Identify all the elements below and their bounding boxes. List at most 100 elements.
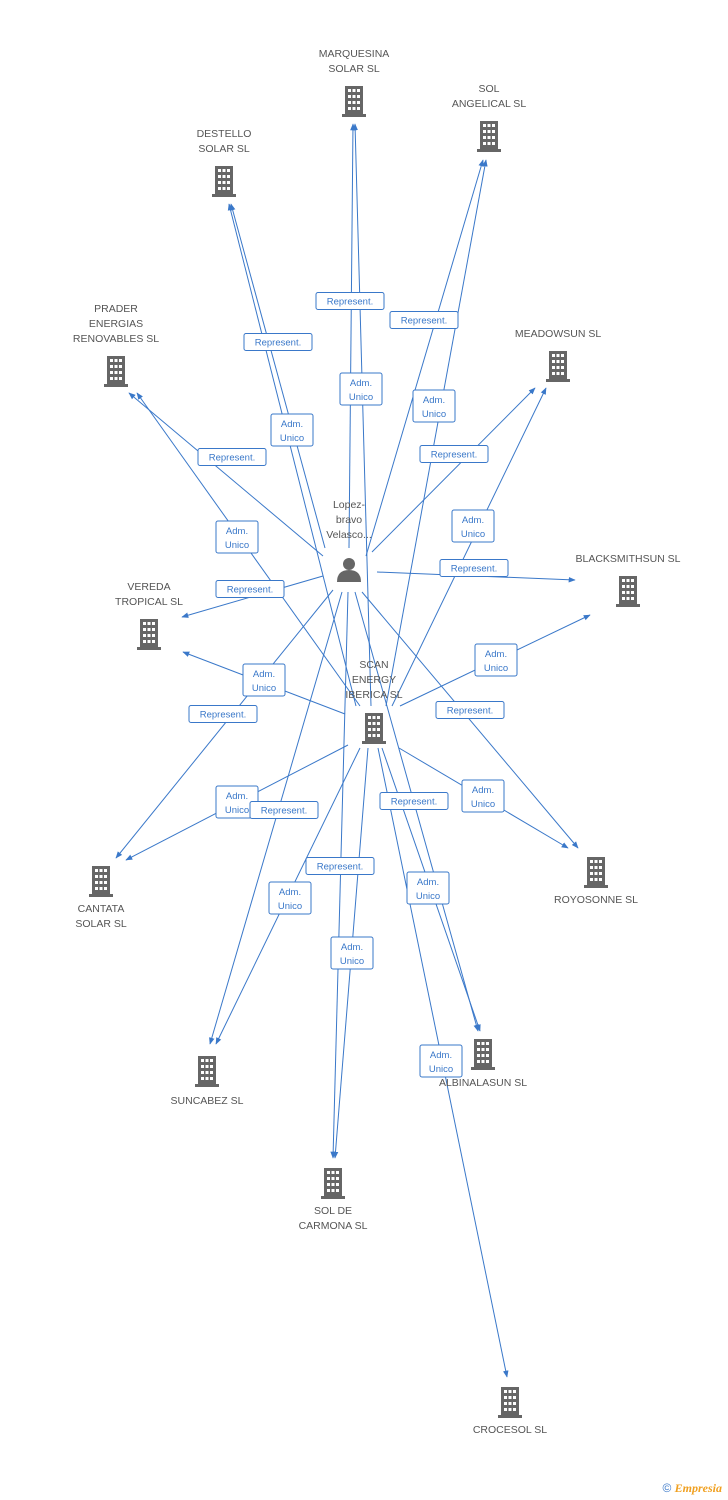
edge-label-scan-to-crocesol[interactable]: Adm.Unico [419,1044,463,1078]
node-label: DESTELLO [197,128,252,140]
edge-label-text: Represent. [317,862,363,873]
node-person[interactable]: Lopez-bravoVelasco... [326,499,372,582]
node-label: bravo [336,514,362,526]
edge-label-scan-to-destello[interactable]: Adm. Unico [270,413,314,447]
edge-label-text: Unico [225,805,249,816]
node-label: ENERGIAS [89,318,143,330]
edge-person-to-destello [229,203,326,549]
edge-person-to-albinalasun [354,591,479,1032]
edge-label-scan-to-albinalasun[interactable]: Adm.Unico [406,871,450,905]
edge-label-box [379,792,449,810]
node-label: MARQUESINA [319,48,390,60]
edge-label-person-to-angelical[interactable]: Represent. [389,311,459,329]
edge-label-text: Unico [278,901,302,912]
edge-label-person-to-royosonne[interactable]: Represent. [435,701,505,719]
edge-label-person-to-carmona[interactable]: Represent. [305,857,375,875]
edge-label-text: Unico [252,683,276,694]
edge-label-text: Unico [484,663,508,674]
edge-label-scan-to-blacksmithsun[interactable]: Adm.Unico [474,643,518,677]
edge-label-text: Unico [461,529,485,540]
edge-label-person-to-prader[interactable]: Represent. [197,448,267,466]
building-icon [498,1387,522,1418]
edge-label-scan-to-suncabez[interactable]: Adm.Unico [268,881,312,915]
edge-label-box [270,413,314,447]
edge-label-person-to-vereda[interactable]: Represent. [215,580,285,598]
edge-label-scan-to-prader[interactable]: Adm.Unico [215,520,259,554]
edge-scan-to-destello [227,203,357,707]
edge-label-text: Unico [280,433,304,444]
node-royosonne[interactable]: ROYOSONNE SL [554,857,638,906]
edge-label-text: Represent. [200,710,246,721]
edge-label-text: Adm. [341,942,363,953]
edge-person-to-prader [128,392,324,557]
node-meadowsun[interactable]: MEADOWSUN SL [515,328,602,382]
building-icon [212,166,236,197]
edge-scan-to-marquesina [352,123,372,707]
node-label: CARMONA SL [299,1220,368,1232]
node-label: CANTATA [78,903,125,915]
node-label: ALBINALASUN SL [439,1077,527,1089]
edge-label-box [305,857,375,875]
node-label: BLACKSMITHSUN SL [575,553,680,565]
edge-label-text: Adm. [472,785,494,796]
node-crocesol[interactable]: CROCESOL SL [473,1387,547,1436]
edge-label-person-to-albinalasun[interactable]: Represent. [379,792,449,810]
edge-label-person-to-marquesina[interactable]: Represent. [315,292,385,310]
edge-label-box [188,705,258,723]
edge-label-person-to-suncabez[interactable]: Represent. [249,801,319,819]
person-icon [337,558,361,582]
edge-label-box [315,292,385,310]
edge-label-text: Adm. [281,419,303,430]
node-label: ANGELICAL SL [452,98,526,110]
footer-brand[interactable]: © Empresia [662,1481,722,1496]
edge-label-box [389,311,459,329]
edge-label-box [419,445,489,463]
node-suncabez[interactable]: SUNCABEZ SL [171,1056,244,1107]
node-label: ENERGY [352,674,396,686]
edge-label-person-to-cantata[interactable]: Represent. [188,705,258,723]
edge-label-box [249,801,319,819]
edge-label-person-to-destello[interactable]: Represent. [243,333,313,351]
node-blacksmithsun[interactable]: BLACKSMITHSUN SL [575,553,681,607]
edge-label-text: Represent. [327,297,373,308]
building-icon [546,351,570,382]
edge-label-scan-to-carmona[interactable]: Adm. Unico [330,936,374,970]
building-icon [195,1056,219,1087]
edge-label-box [339,372,383,406]
edge-label-text: Adm. [423,395,445,406]
edge-label-text: Unico [422,409,446,420]
edge-label-box [215,580,285,598]
edge-label-box [474,643,518,677]
building-icon [584,857,608,888]
node-label: TROPICAL SL [115,596,183,608]
edge-label-box [215,520,259,554]
building-icon [471,1039,495,1070]
edge-label-scan-to-meadowsun[interactable]: Adm.Unico [451,509,495,543]
edge-label-text: Represent. [209,453,255,464]
edge-label-person-to-blacksmithsun[interactable]: Represent. [439,559,509,577]
edge-label-person-to-meadowsun[interactable]: Represent. [419,445,489,463]
edge-label-box [412,389,456,423]
edge-label-scan-to-vereda[interactable]: Adm.Unico [242,663,286,697]
edge-label-text: Adm. [226,791,248,802]
edge-label-text: Adm. [350,378,372,389]
building-icon [616,576,640,607]
node-angelical[interactable]: SOL ANGELICAL SL [452,83,526,152]
node-label: ROYOSONNE SL [554,894,638,906]
building-icon [104,356,128,387]
edge-label-scan-to-angelical[interactable]: Adm. Unico [412,389,456,423]
edge-label-text: Unico [340,956,364,967]
node-label: SOL [478,83,499,95]
edge-label-scan-to-royosonne[interactable]: Adm.Unico [461,779,505,813]
edge-label-scan-to-marquesina[interactable]: Adm.Unico [339,372,383,406]
node-albinalasun[interactable]: ALBINALASUN SL [439,1039,527,1089]
